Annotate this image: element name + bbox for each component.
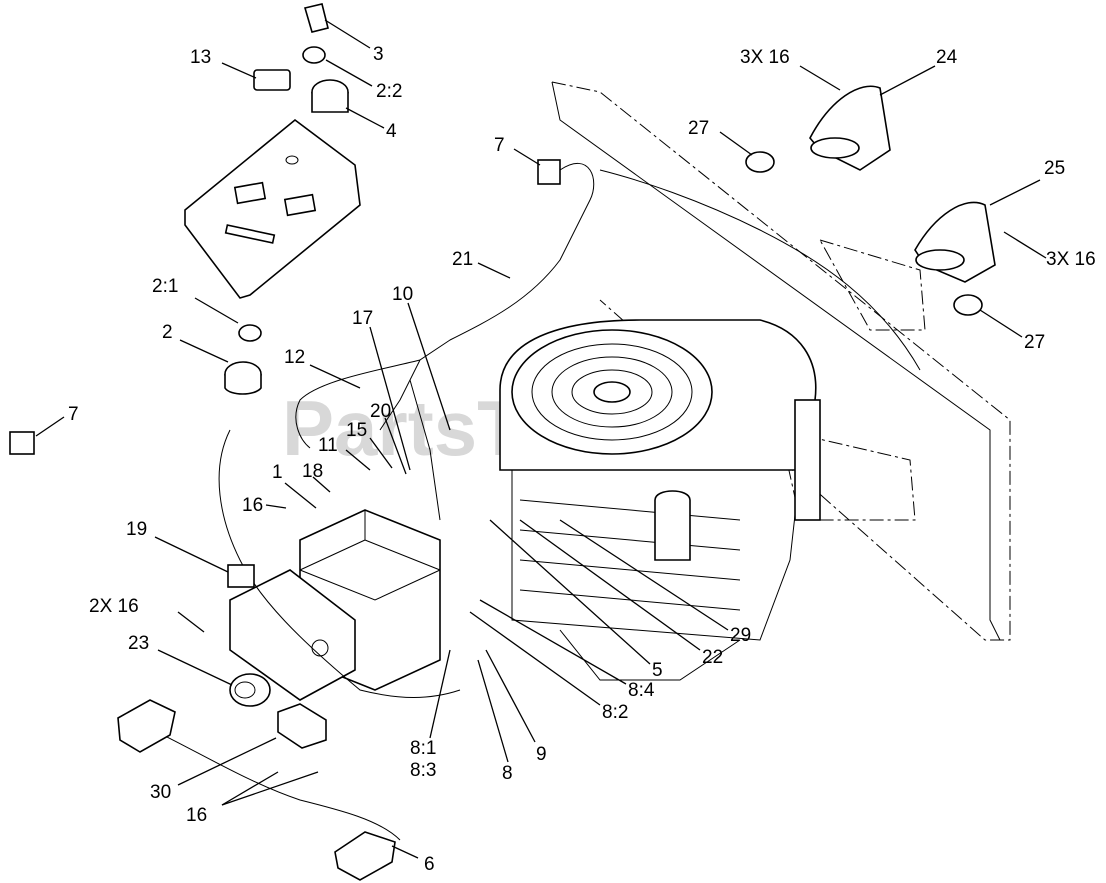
callout-29: 29 [730, 625, 751, 646]
solenoid [229, 673, 271, 707]
callout-9: 9 [536, 744, 547, 765]
callout-8-1: 8:1 [410, 738, 436, 759]
connector-7-left [9, 431, 35, 455]
callout-16-bot: 16 [186, 805, 207, 826]
cup-holder-25 [914, 201, 996, 283]
callout-7-top: 7 [494, 135, 505, 156]
callout-19: 19 [126, 519, 147, 540]
callout-3: 3 [373, 44, 384, 65]
callout-25: 25 [1044, 158, 1065, 179]
connector-7-top [537, 159, 561, 185]
key-nut [302, 46, 326, 64]
relay [227, 564, 255, 588]
wire-harness [129, 163, 595, 841]
callout-5: 5 [652, 660, 663, 681]
callout-17: 17 [352, 308, 373, 329]
callout-8-2: 8:2 [602, 702, 628, 723]
callout-2-1: 2:1 [152, 276, 178, 297]
callout-30: 30 [150, 782, 171, 803]
callout-23: 23 [128, 633, 149, 654]
callout-3x16-right: 3X 16 [1046, 249, 1096, 270]
callout-3x16-top: 3X 16 [740, 47, 790, 68]
callout-21: 21 [452, 249, 473, 270]
callout-labels: 3 13 2:2 4 3X 16 24 27 7 25 3X 16 21 2:1 27 10 2 17 12 7 2… [68, 44, 1096, 875]
decal [253, 69, 291, 91]
engine [499, 319, 821, 681]
callout-27-top: 27 [688, 118, 709, 139]
callout-2x16: 2X 16 [89, 596, 139, 617]
callout-13: 13 [190, 47, 211, 68]
callout-16-mid: 16 [242, 495, 263, 516]
callout-11: 11 [318, 435, 338, 456]
battery-tray [229, 569, 356, 701]
ignition-switch [311, 79, 349, 113]
callout-24: 24 [936, 47, 958, 68]
switch [277, 703, 327, 749]
callout-18: 18 [302, 461, 323, 482]
callout-4: 4 [386, 121, 397, 142]
callout-22: 22 [702, 647, 723, 668]
leader-lines [35, 19, 1047, 859]
grommet-27-right [953, 294, 983, 316]
callout-12: 12 [284, 347, 305, 368]
switch-left [117, 699, 176, 753]
callout-7-left: 7 [68, 404, 79, 425]
callout-10: 10 [392, 284, 413, 305]
callout-20: 20 [370, 401, 391, 422]
callout-27-right: 27 [1024, 332, 1045, 353]
callout-1: 1 [272, 462, 283, 483]
seat-switch [334, 831, 396, 881]
callout-2-2: 2:2 [376, 81, 402, 102]
control-panel-plate [184, 118, 361, 299]
callout-8: 8 [502, 763, 513, 784]
firewall-panel [551, 81, 1011, 641]
callout-8-4: 8:4 [628, 680, 655, 701]
callout-8-3: 8:3 [410, 760, 436, 781]
callout-6: 6 [424, 854, 435, 875]
cup-holder-24 [809, 85, 891, 171]
grommet-27-top [745, 151, 775, 173]
ignition-key [303, 3, 329, 33]
throttle-knob [224, 324, 262, 395]
callout-15: 15 [346, 420, 367, 441]
callout-2: 2 [162, 322, 173, 343]
